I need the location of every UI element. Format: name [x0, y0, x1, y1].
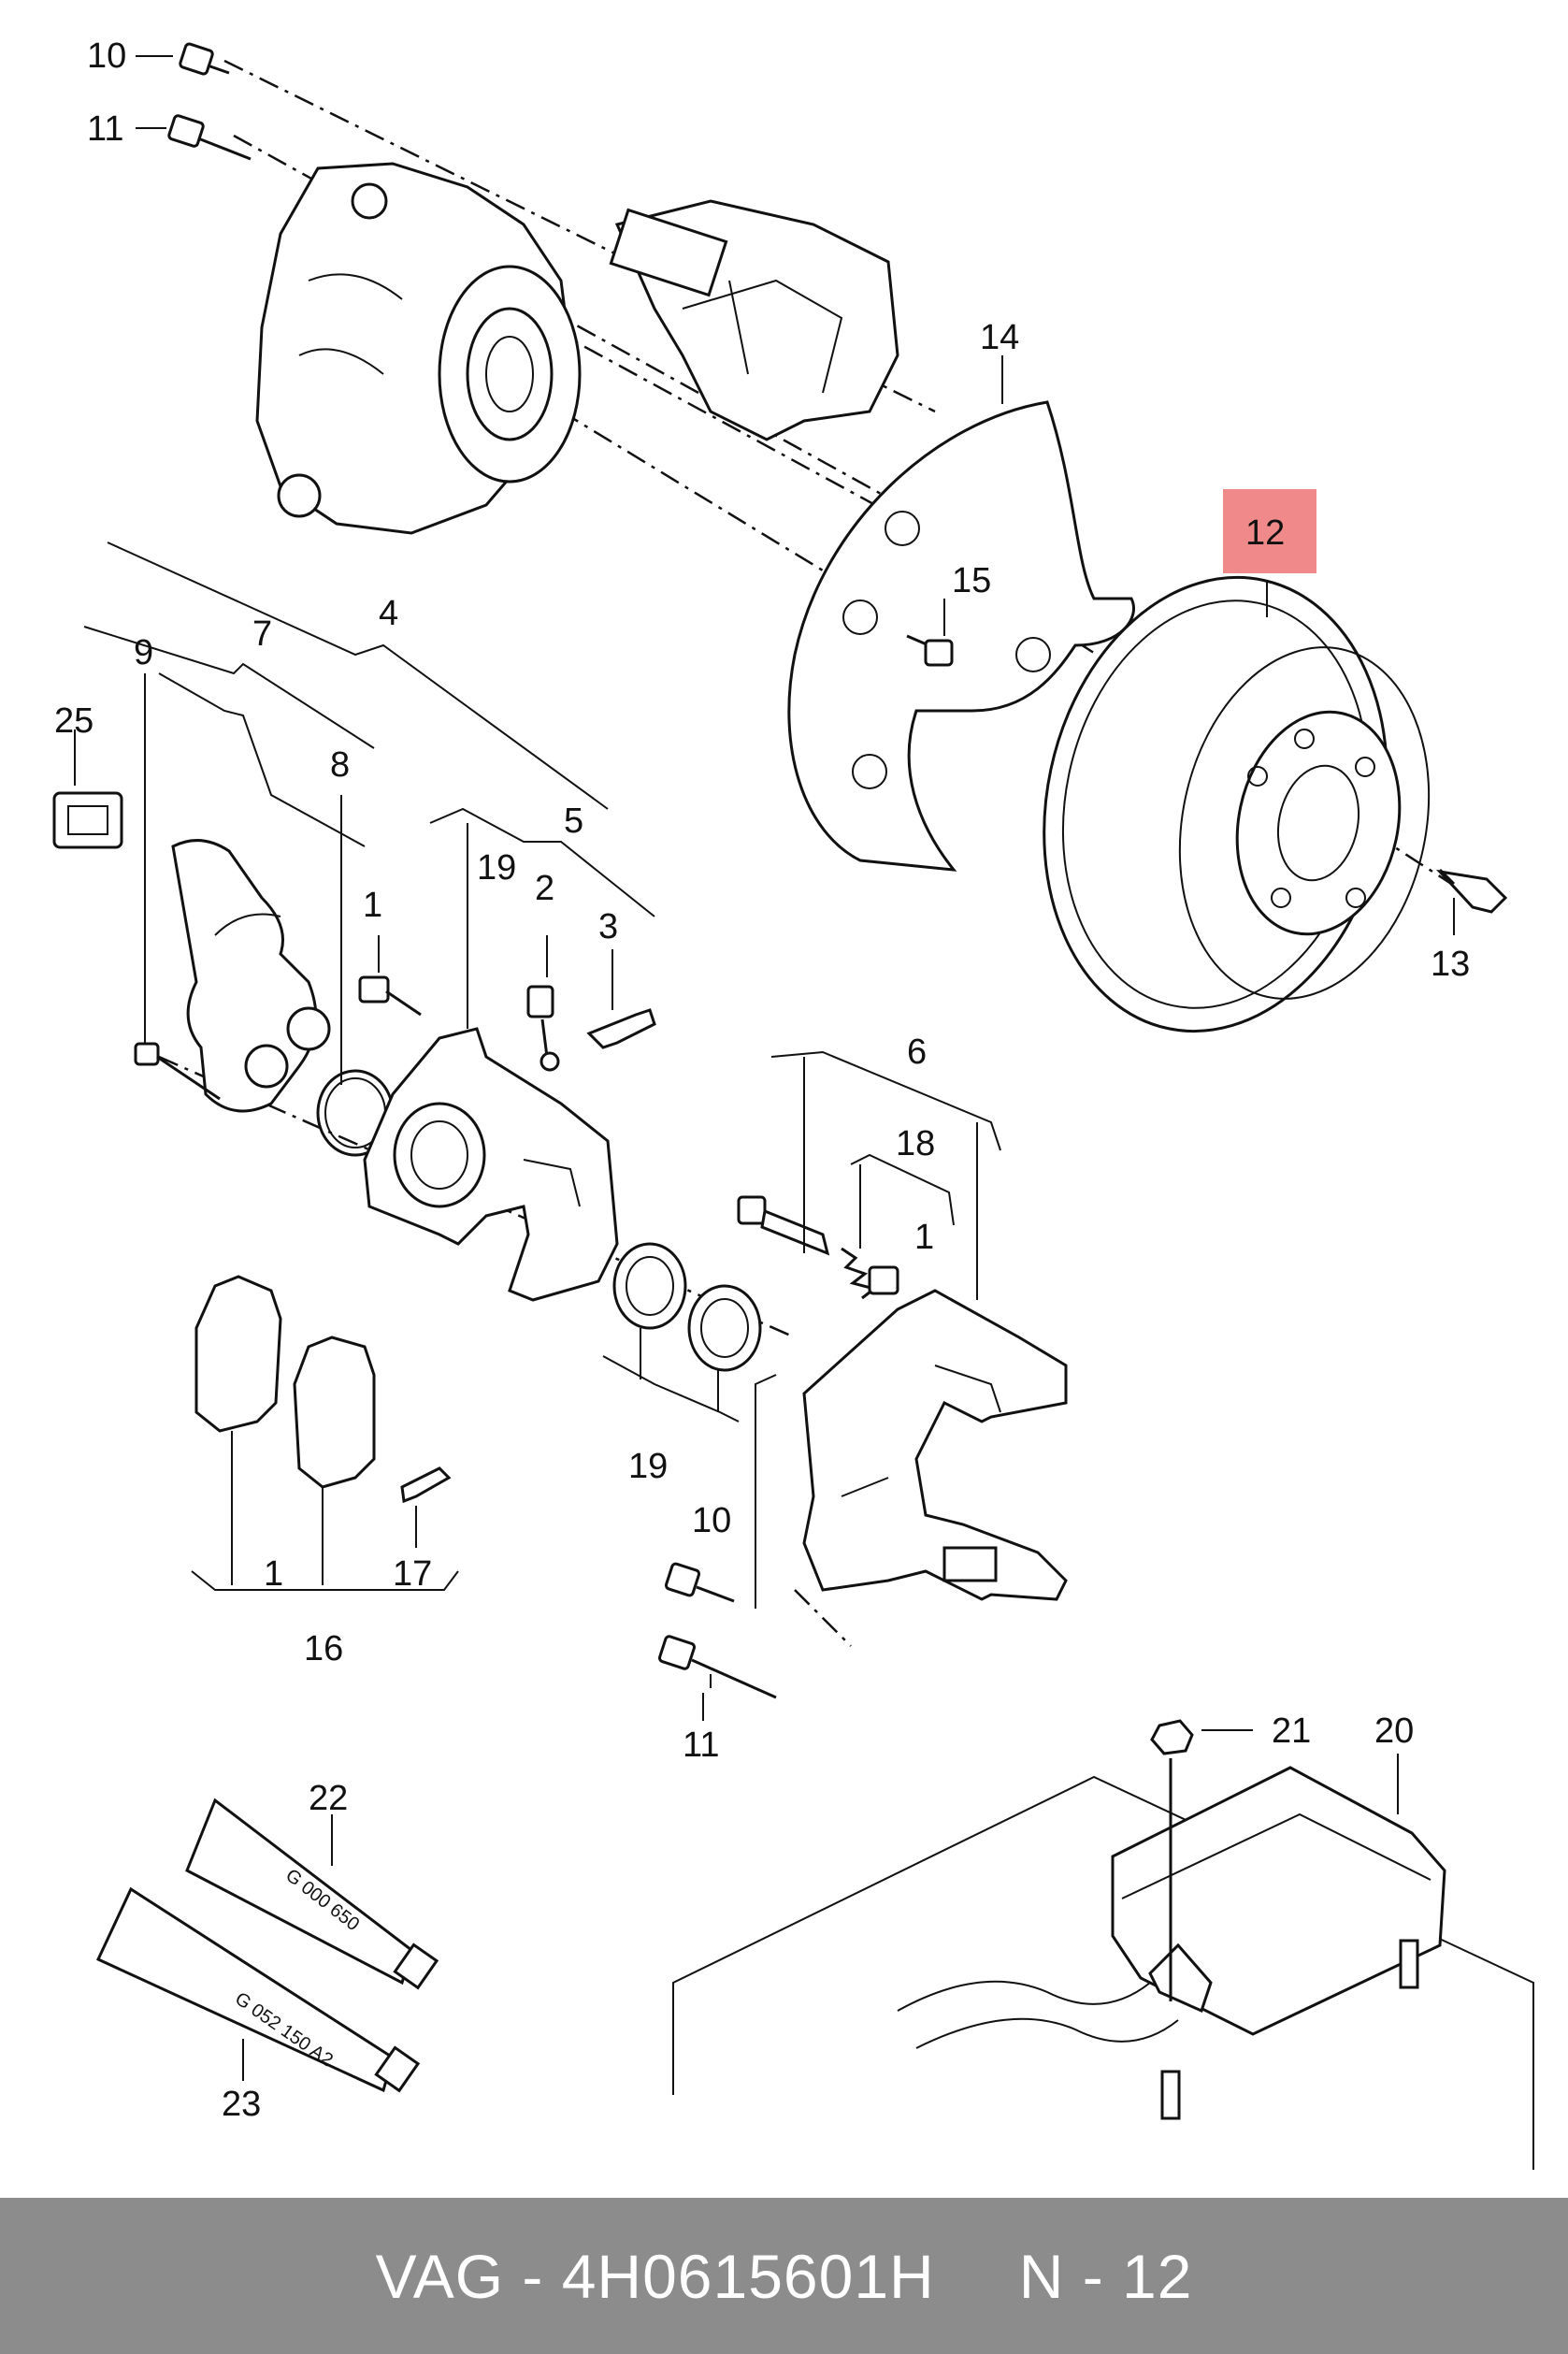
label-18: 18: [896, 1124, 935, 1163]
label-25: 25: [54, 701, 94, 741]
caliper-small-parts: [358, 975, 656, 1072]
label-7: 7: [252, 614, 272, 654]
label-8: 8: [330, 745, 350, 785]
control-unit-floor: [672, 1719, 1534, 2170]
label-13: 13: [1431, 945, 1470, 984]
caliper-carrier: [802, 1289, 1068, 1601]
footer-bar: VAG - 4H0615601H N - 12: [0, 2198, 1568, 2354]
brake-disc: [1043, 575, 1431, 1033]
brake-pads: [194, 1275, 452, 1504]
label-15: 15: [952, 561, 991, 600]
label-11-top: 11: [87, 109, 123, 149]
label-20: 20: [1374, 1711, 1414, 1751]
footer-part-number: VAG - 4H0615601H: [375, 2241, 935, 2311]
label-11-bottom: 11: [683, 1726, 719, 1765]
splash-shield: [787, 400, 1135, 872]
label-leaders: [74, 55, 1455, 2081]
label-1-caliper: 1: [363, 886, 382, 925]
bolts-bottom: [657, 1562, 777, 1699]
label-1-spring: 1: [914, 1218, 934, 1257]
screw-13: [1435, 868, 1508, 914]
footer-position: N - 12: [1018, 2241, 1193, 2311]
label-1-pads: 1: [264, 1554, 283, 1594]
label-10-bottom: 10: [692, 1501, 731, 1540]
grease-tubes: G 000 650 G 052 150 A2: [96, 1798, 439, 2093]
parking-brake-motor: [171, 839, 331, 1113]
caliper-housing: [363, 1027, 619, 1302]
label-4: 4: [379, 594, 398, 633]
parts-exploded-diagram: G 000 650 G 052 150 A2: [52, 36, 1534, 2170]
part-labels: 10 11 14 12 15 4 7 9 25 8 5 19 1 2 3 13 …: [54, 36, 1470, 2124]
label-19-bottom: 19: [628, 1447, 668, 1486]
label-9: 9: [134, 633, 153, 672]
screw-15: [906, 634, 954, 667]
wear-sensor-25: [52, 791, 123, 849]
label-12: 12: [1245, 513, 1285, 553]
label-22: 22: [309, 1779, 348, 1818]
label-21: 21: [1272, 1711, 1311, 1751]
highlight-box: [1223, 489, 1316, 573]
label-5: 5: [564, 802, 583, 841]
label-3: 3: [598, 907, 618, 946]
label-2: 2: [535, 869, 554, 908]
label-6: 6: [907, 1033, 927, 1072]
guide-bushes: [612, 1242, 762, 1372]
bolts-top: [167, 42, 252, 161]
label-23: 23: [222, 2085, 261, 2124]
label-14: 14: [980, 318, 1019, 357]
label-19-top: 19: [477, 848, 516, 888]
label-17: 17: [393, 1554, 432, 1594]
label-10-top: 10: [87, 36, 126, 76]
guide-bolt-spring: [737, 1195, 899, 1300]
steering-knuckle-hub: [255, 162, 582, 535]
label-16: 16: [304, 1629, 343, 1668]
screw-9: [134, 1042, 221, 1101]
brake-caliper: [609, 199, 899, 441]
